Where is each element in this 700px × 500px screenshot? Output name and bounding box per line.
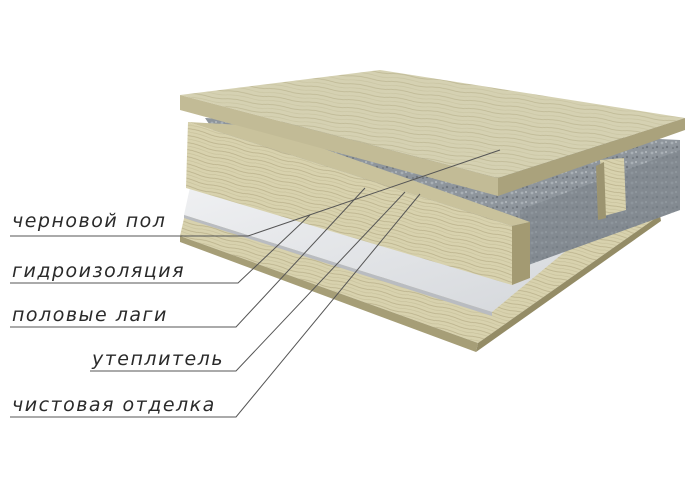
leader-line-membrane [10, 214, 311, 284]
label-waterproofing: гидроизоляция [12, 260, 186, 282]
joists-layer [186, 122, 626, 285]
label-floor-joists: половые лаги [12, 304, 168, 326]
leader-line-subfloor [10, 149, 501, 237]
leader-line-insulation [90, 191, 406, 372]
label-subfloor: черновой пол [12, 210, 167, 232]
label-insulation: утеплитель [92, 348, 225, 370]
leader-line-joists [10, 187, 366, 328]
label-finish-coat: чистовая отделка [12, 394, 216, 416]
leader-lines [10, 149, 501, 418]
subfloor-board-layer [180, 70, 685, 196]
leader-line-finish [10, 193, 421, 418]
